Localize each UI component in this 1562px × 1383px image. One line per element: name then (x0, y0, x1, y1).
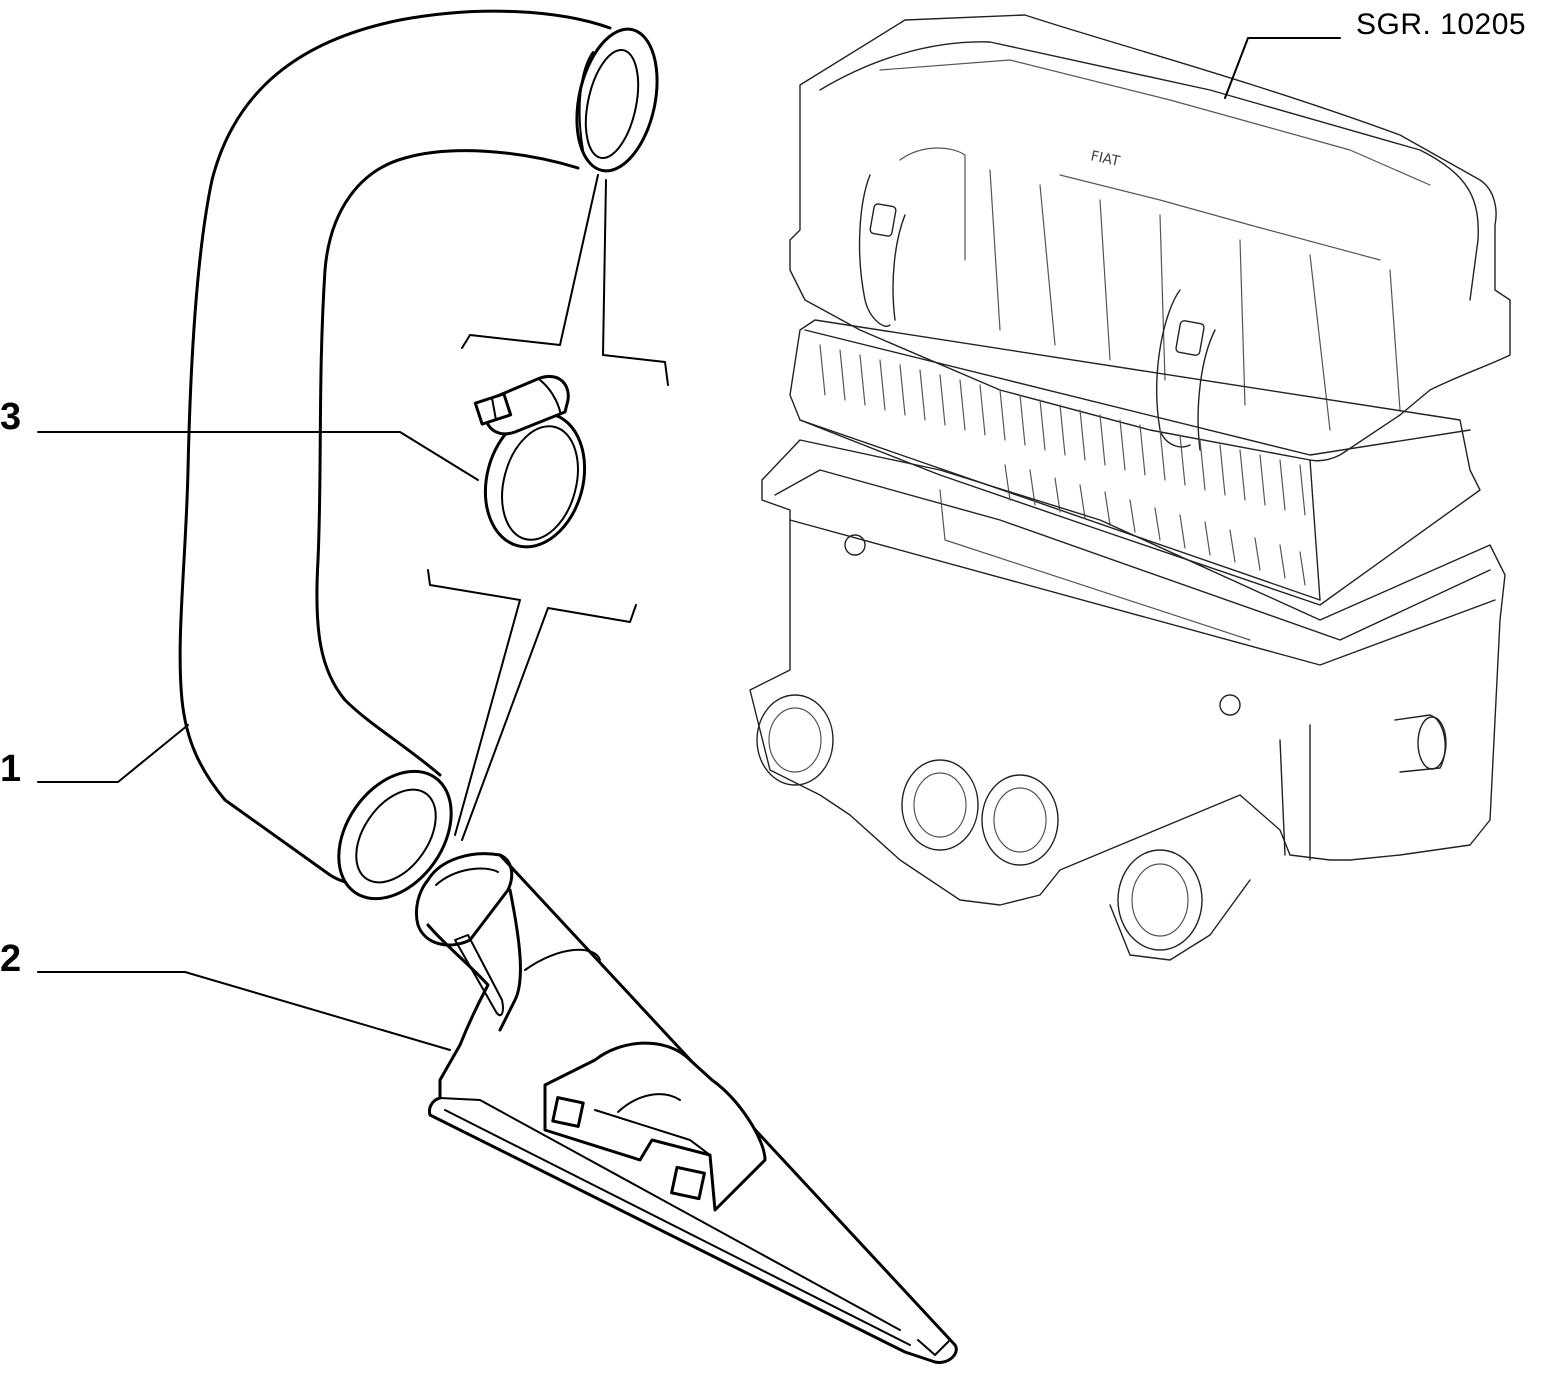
callout-1-number: 1 (0, 748, 22, 790)
housing-logo-lettering: FIAT (1089, 148, 1121, 170)
hose-clamp (473, 375, 587, 549)
filter-pleats (819, 344, 1306, 586)
callout-3-number: 3 (0, 396, 22, 438)
drawing-reference-code: SGR. 10205 (1356, 8, 1527, 41)
assembly-lines-lower (427, 569, 637, 841)
air-intake-duct (414, 852, 958, 1364)
leader-1 (37, 724, 189, 783)
leader-ref (1224, 37, 1341, 99)
leader-3 (37, 431, 479, 481)
callout-2-number: 2 (0, 938, 22, 980)
leader-2 (37, 971, 451, 1051)
air-filter-housing: FIAT (749, 14, 1511, 961)
callout-leaders (37, 37, 1341, 1051)
intake-hose (178, 9, 659, 901)
assembly-lines-upper (461, 174, 669, 386)
